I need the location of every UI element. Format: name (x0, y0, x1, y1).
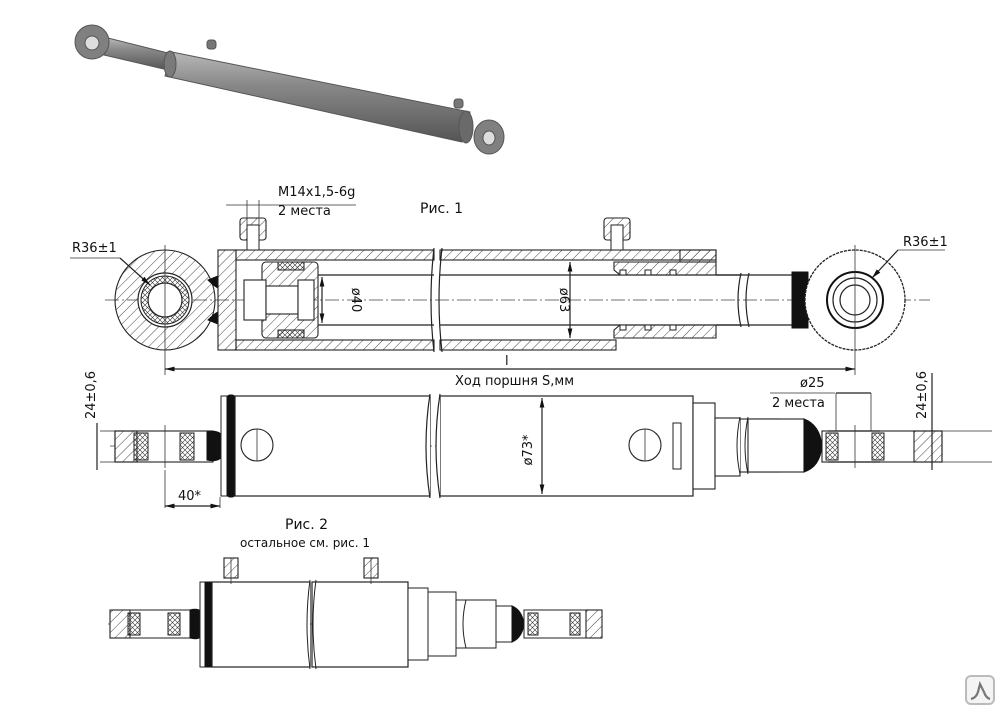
gland (613, 249, 717, 339)
figure2-view: Рис. 2 остальное см. рис. 1 (108, 517, 603, 670)
break-line-a (430, 247, 435, 353)
break-line-rod-b (745, 272, 750, 328)
barrel-wall-top-right (439, 249, 717, 261)
radius-leader-left (119, 257, 151, 286)
radius-label-left: R36±1 (72, 241, 117, 256)
figure2-subtitle: остальное см. рис. 1 (240, 536, 370, 550)
iso-barrel (164, 51, 471, 143)
eye-thickness-label-left: 24±0,6 (84, 371, 99, 419)
radius-leader-right (871, 249, 899, 279)
bore-diameter-label: ø63 (556, 288, 571, 313)
fig2-barrel-left (211, 581, 311, 668)
eye-offset-label: 40* (178, 489, 202, 504)
outer-diameter-label: ø73* (521, 434, 536, 465)
side-eye-left (114, 425, 214, 468)
figure1-side-view: 24±0,6 24±0,6 40* ø73* ø25 2 места (84, 371, 992, 509)
side-slot (672, 422, 682, 470)
fig2-port-left (223, 557, 239, 584)
figure1-section-view: M14x1,5-6g 2 места Рис. 1 R36±1 R36±1 ø4… (70, 185, 948, 389)
iso-port-left (206, 39, 217, 50)
side-eye-right (821, 425, 943, 468)
barrel-wall-bottom-right (439, 339, 617, 351)
radius-label-right: R36±1 (903, 235, 948, 250)
end-cap-left (217, 249, 237, 351)
side-seal-ring-left (226, 394, 236, 498)
fig2-barrel-right (311, 581, 409, 668)
pin-callout-line1: ø25 (800, 376, 825, 391)
left-eye-section (114, 245, 216, 375)
iso-barrel-end-left (163, 50, 177, 78)
break-line-rod-a (737, 272, 742, 328)
thread-callout-line2: 2 места (278, 204, 331, 219)
barrel-wall-top-left (235, 249, 435, 261)
piston (243, 261, 319, 339)
length-label: l (505, 354, 509, 369)
stroke-label: Ход поршня S,мм (455, 374, 574, 389)
right-eye (804, 245, 906, 375)
break-line-b (438, 247, 443, 353)
fig2-eye-right (523, 609, 603, 639)
port-fitting-right (603, 217, 631, 251)
barrel-wall-bottom-left (235, 339, 435, 351)
port-fitting-left (239, 217, 267, 251)
iso-view-cylinder (74, 24, 505, 155)
lambda-logo-icon (965, 675, 995, 705)
side-weld-right (803, 418, 823, 473)
iso-port-right (453, 98, 464, 109)
figure1-title: Рис. 1 (420, 201, 463, 217)
iso-eye-right (473, 119, 505, 155)
iso-eye-left (74, 24, 110, 60)
iso-barrel-end-right (458, 110, 474, 144)
fig2-port-right (363, 557, 379, 584)
fig2-eye-left (109, 609, 196, 639)
pin-callout-line2: 2 места (772, 396, 825, 411)
figure2-title: Рис. 2 (285, 517, 328, 533)
thread-callout-line1: M14x1,5-6g (278, 185, 355, 200)
iso-rod (103, 37, 173, 71)
rod-diameter-label: ø40 (348, 288, 363, 313)
fig2-seal-ring (204, 581, 213, 668)
eye-thickness-label-right: 24±0,6 (915, 371, 930, 419)
